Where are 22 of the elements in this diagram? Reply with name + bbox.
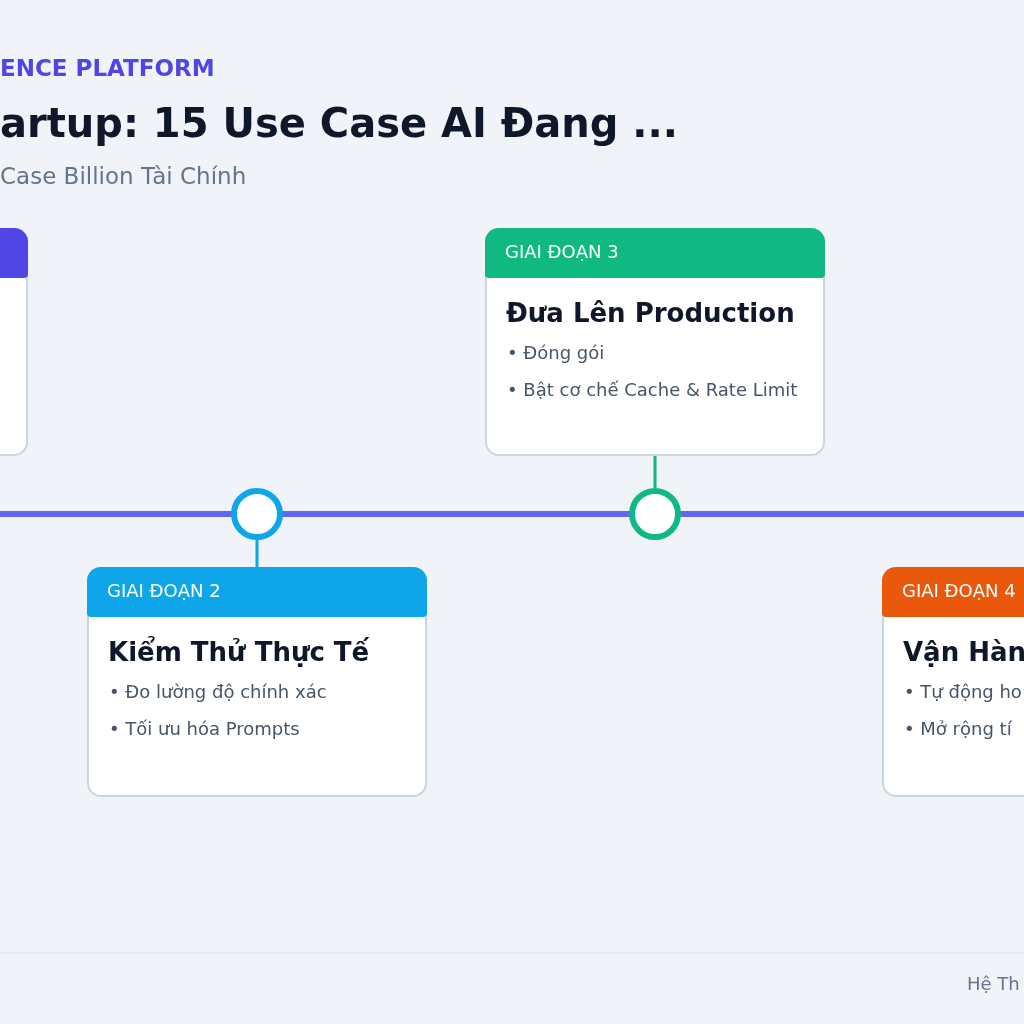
stage-label: GIAI ĐOẠN 4 <box>902 580 1016 601</box>
stage-title: Vận Hàn <box>903 637 1024 667</box>
footer-text: Hệ Th <box>967 973 1020 994</box>
stage-label: GIAI ĐOẠN 3 <box>505 241 619 262</box>
stage-card <box>87 567 427 797</box>
subtitle: Case Billion Tài Chính <box>0 163 247 189</box>
bullet-text: • Mở rộng tí <box>904 718 1012 739</box>
connector-line <box>653 456 657 488</box>
stage-label: GIAI ĐOẠN 2 <box>107 580 221 601</box>
stage-title: Kiểm Thử Thực Tế <box>108 637 370 667</box>
stage-title: Đưa Lên Production <box>506 298 795 328</box>
stage-card <box>485 228 825 456</box>
bullet-text: • Tự động ho <box>904 681 1022 702</box>
bullet-text: • Đóng gói <box>507 342 605 363</box>
connector-line <box>255 540 259 567</box>
milestone-circle <box>231 488 283 540</box>
page-title: artup: 15 Use Case AI Đang ... <box>0 100 678 146</box>
eyebrow-heading: ENCE PLATFORM <box>0 55 215 81</box>
bullet-text: • Đo lường độ chính xác <box>109 681 327 702</box>
bullet-text: • Bật cơ chế Cache & Rate Limit <box>507 379 798 400</box>
bullet-text: • Tối ưu hóa Prompts <box>109 718 300 739</box>
milestone-circle <box>629 488 681 540</box>
